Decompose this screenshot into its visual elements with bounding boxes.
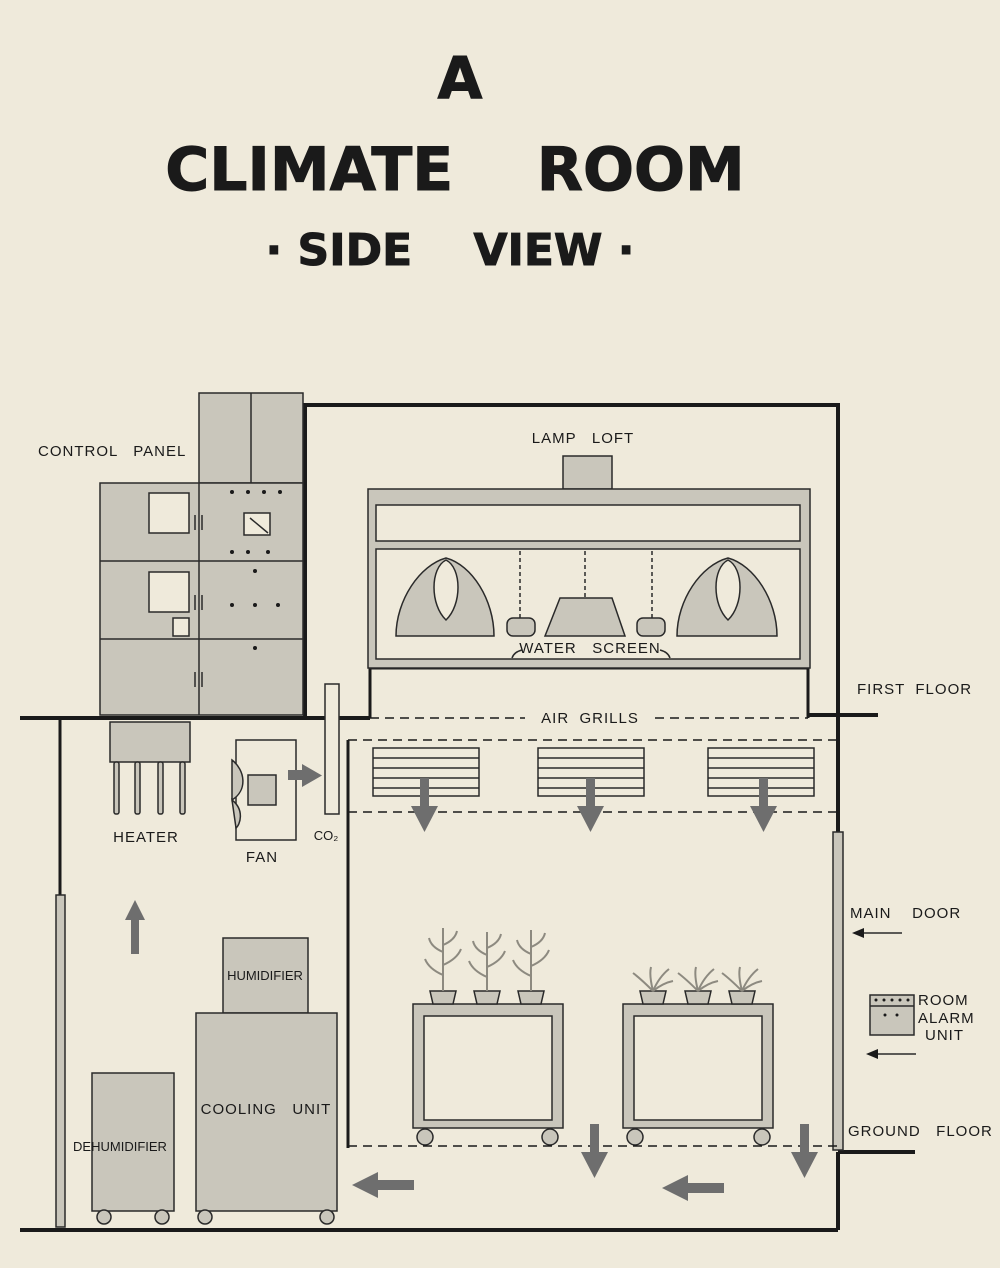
arrow-fan-out — [288, 764, 322, 787]
air-grills-label: AIR GRILLS — [541, 710, 639, 727]
arrow-left-return-1 — [352, 1172, 414, 1198]
ground-floor-label: GROUND FLOOR — [848, 1123, 993, 1140]
arrow-down-floor-2 — [791, 1124, 818, 1178]
arrow-down-grill-3 — [750, 778, 777, 832]
main-door-label: MAIN DOOR — [850, 905, 961, 922]
control-panel-buttons — [230, 490, 282, 650]
left-wall-door — [55, 894, 66, 1228]
dehumidifier-label: DEHUMIDIFIER — [73, 1139, 167, 1154]
title-line-3: · SIDE VIEW · — [266, 225, 635, 276]
plant-trolley-right — [622, 1003, 774, 1146]
cooling-unit — [195, 1012, 338, 1212]
lamp-right — [676, 557, 778, 637]
lamp-left — [395, 557, 495, 637]
heater-label: HEATER — [113, 829, 179, 846]
fan-blade — [230, 758, 244, 830]
water-screen-roller-left — [506, 617, 536, 637]
cooling-unit-label: COOLING UNIT — [201, 1101, 332, 1118]
fan-motor — [247, 774, 277, 806]
arrow-down-grill-1 — [411, 778, 438, 832]
co2-label: CO₂ — [314, 828, 339, 843]
lamp-loft-label: LAMP LOFT — [532, 430, 634, 447]
arrow-up-plenum — [125, 900, 145, 954]
room-alarm-label-1: ROOM — [918, 992, 969, 1009]
dehumidifier-wheels — [96, 1209, 170, 1225]
arrow-down-floor-1 — [581, 1124, 608, 1178]
water-screen-label: WATER SCREEN — [519, 640, 661, 657]
room-alarm-unit — [869, 994, 915, 1036]
grass-plants — [632, 966, 763, 992]
main-door — [832, 831, 844, 1151]
fan-label: FAN — [246, 849, 278, 866]
plant-pots — [429, 990, 756, 1005]
room-outer-wall — [303, 403, 840, 718]
lamp-loft-duct — [375, 504, 801, 542]
arrow-alarm — [866, 1049, 916, 1059]
arrow-main-door — [852, 928, 902, 938]
air-grill-1 — [372, 747, 480, 797]
water-screen-tank — [543, 597, 627, 637]
control-panel-label: CONTROL PANEL — [38, 443, 186, 460]
first-floor-label: FIRST FLOOR — [857, 681, 972, 698]
maize-plants — [424, 928, 550, 991]
title-line-2: CLIMATE ROOM — [165, 135, 744, 205]
co2-pipe — [324, 683, 340, 815]
room-alarm-label-3: UNIT — [925, 1027, 964, 1044]
control-panel-indicator-1 — [148, 492, 190, 534]
cooling-unit-wheels — [197, 1209, 335, 1225]
room-alarm-label-2: ALARM — [918, 1010, 975, 1027]
water-screen-roller-right — [636, 617, 666, 637]
arrow-down-grill-2 — [577, 778, 604, 832]
heater — [109, 721, 191, 763]
control-panel-indicator-2 — [148, 571, 190, 613]
title-line-1: A — [438, 44, 483, 112]
heater-elements — [113, 761, 186, 815]
dehumidifier — [91, 1072, 175, 1212]
lamp-loft-vent — [562, 455, 613, 490]
humidifier-label: HUMIDIFIER — [227, 968, 303, 983]
control-panel-indicator-3 — [172, 617, 190, 637]
plant-trolley-left — [412, 1003, 564, 1146]
arrow-left-return-2 — [662, 1175, 724, 1201]
